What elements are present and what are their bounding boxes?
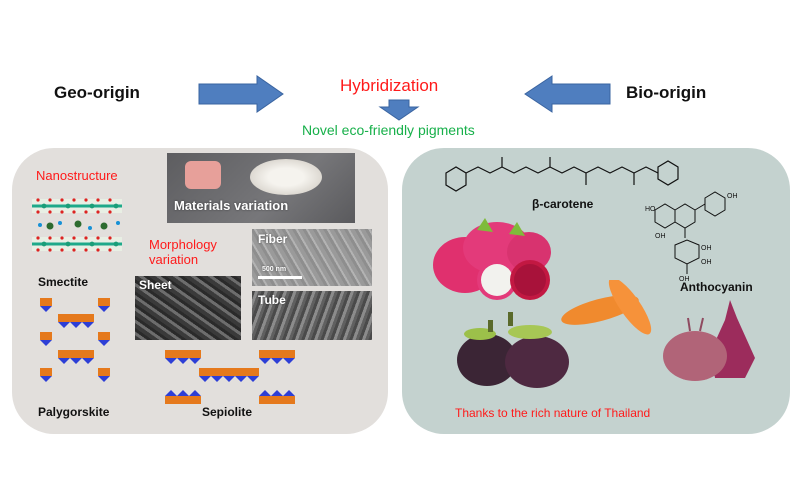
geo-origin-label: Geo-origin bbox=[54, 83, 140, 102]
hybridization-label: Hybridization bbox=[340, 76, 439, 95]
materials-caption: Materials variation bbox=[174, 198, 289, 213]
svg-text:HO: HO bbox=[645, 206, 656, 213]
beta-carotene-structure bbox=[445, 157, 679, 192]
anthocyanin-structure: HO OH OH OH OH OH bbox=[645, 191, 738, 282]
sem-fiber-image: Fiber 500 nm bbox=[252, 229, 372, 286]
materials-photo: Materials variation bbox=[167, 153, 355, 223]
white-powder-sample bbox=[250, 159, 322, 195]
sem-tube-image: Tube bbox=[252, 291, 372, 340]
scale-bar-label: 500 nm bbox=[262, 266, 287, 273]
bio-origin-label: Bio-origin bbox=[626, 83, 707, 102]
mineral-label-palygorskite: Palygorskite bbox=[38, 405, 110, 419]
palygorskite-structure bbox=[40, 298, 110, 382]
svg-text:OH: OH bbox=[701, 259, 712, 266]
compound-label-beta-carotene: β-carotene bbox=[532, 197, 594, 211]
scale-bar bbox=[258, 276, 302, 279]
mangosteen-image bbox=[457, 312, 569, 388]
thailand-footer: Thanks to the rich nature of Thailand bbox=[455, 406, 651, 420]
dragon-fruit-image bbox=[433, 218, 551, 300]
smectite-structure bbox=[30, 198, 124, 254]
sem-sheet-image: Sheet bbox=[135, 276, 241, 340]
sem-sheet-label: Sheet bbox=[139, 278, 172, 292]
beetroot-image bbox=[663, 300, 755, 381]
sem-fiber-label: Fiber bbox=[258, 232, 288, 246]
morphology-label: Morphology variation bbox=[149, 237, 217, 267]
pink-clay-sample bbox=[185, 161, 221, 189]
novel-pigments-label: Novel eco-friendly pigments bbox=[302, 122, 475, 138]
right-arrow-icon bbox=[198, 75, 284, 113]
svg-text:OH: OH bbox=[679, 276, 690, 282]
svg-text:OH: OH bbox=[701, 245, 712, 252]
carrot-image bbox=[561, 280, 652, 335]
sem-tube-label: Tube bbox=[258, 293, 286, 307]
sepiolite-structure bbox=[165, 350, 295, 404]
svg-text:OH: OH bbox=[655, 233, 666, 240]
compound-label-anthocyanin: Anthocyanin bbox=[680, 280, 753, 294]
mineral-label-sepiolite: Sepiolite bbox=[202, 405, 253, 419]
mineral-label-smectite: Smectite bbox=[38, 275, 89, 289]
nanostructure-label: Nanostructure bbox=[36, 168, 118, 183]
svg-text:OH: OH bbox=[727, 193, 738, 200]
down-arrow-icon bbox=[378, 99, 420, 121]
left-arrow-icon bbox=[524, 75, 611, 113]
